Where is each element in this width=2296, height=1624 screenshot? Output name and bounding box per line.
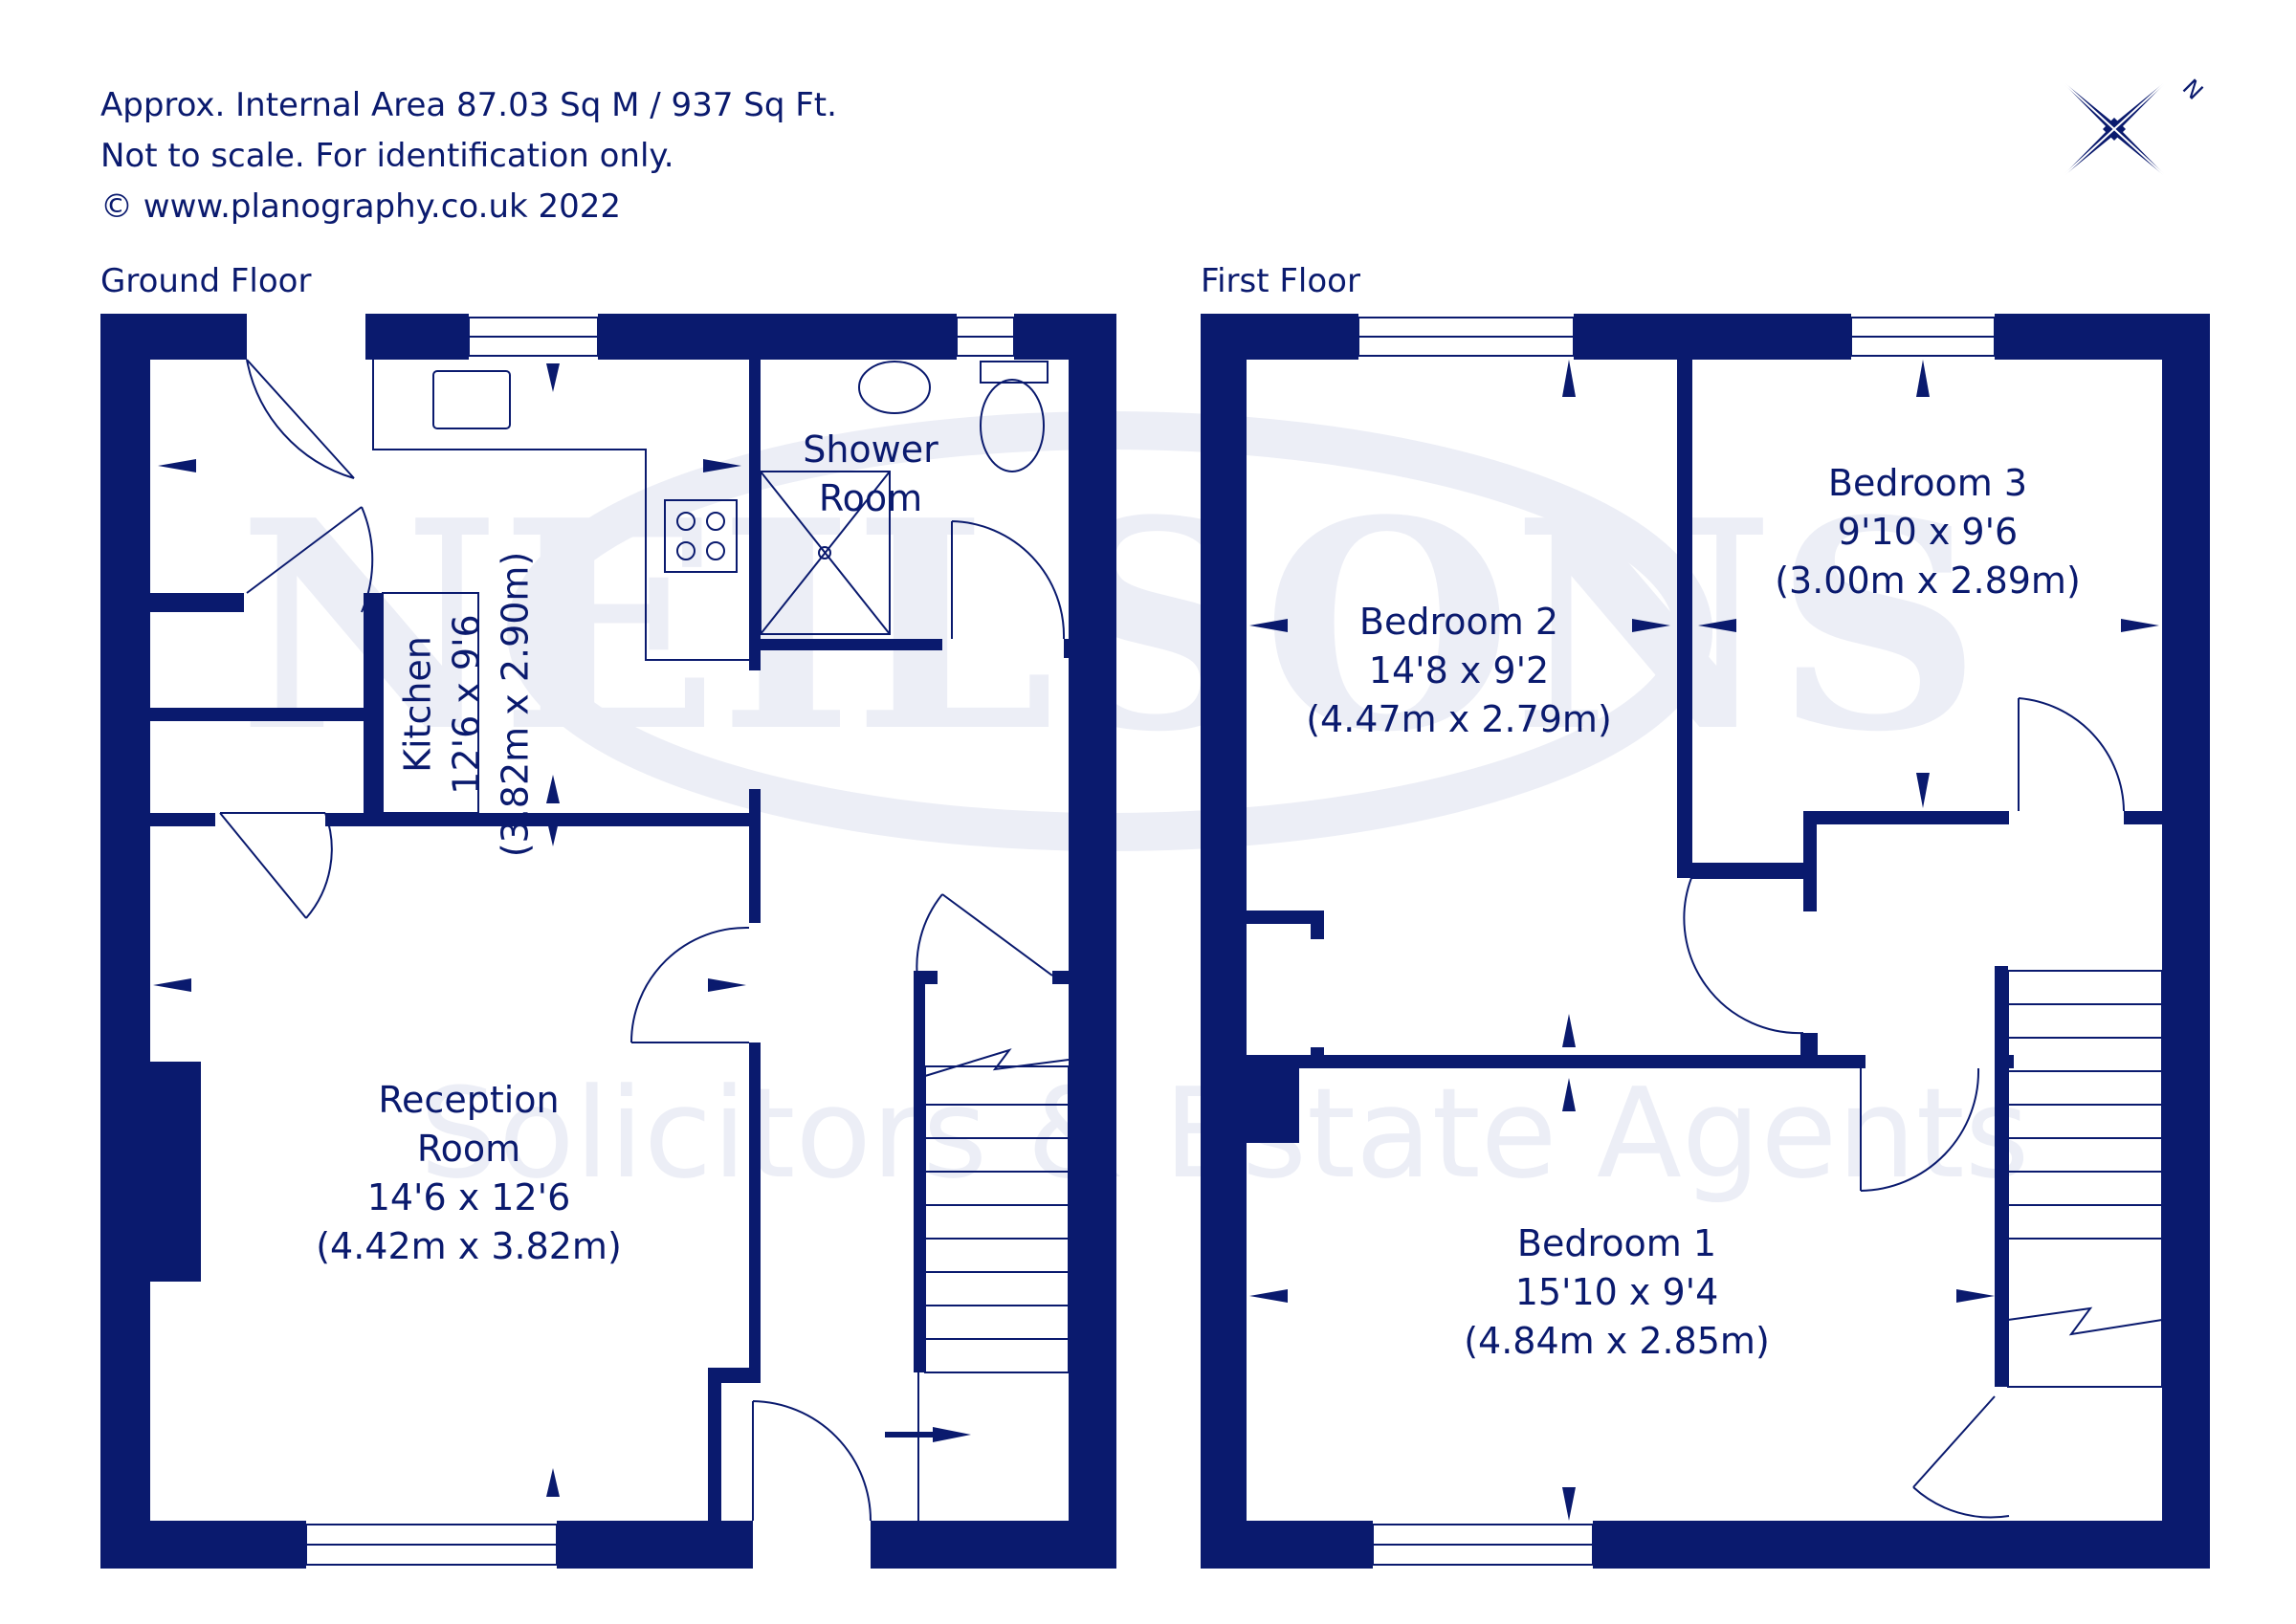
wall [1069,314,1116,1569]
shower-room-name-1: Shower [803,428,938,471]
wall [148,813,215,826]
wall [364,593,383,823]
kitchen-imperial: 12'6 x 9'6 [445,614,488,795]
bedroom-2-label: Bedroom 2 14'8 x 9'2 (4.47m x 2.79m) [1282,598,1636,744]
entrance-door [246,359,355,479]
ground-floor-fittings [219,317,1070,1566]
wall [1803,811,2009,824]
shower-room-name-2: Room [818,477,923,519]
wall [1677,863,1808,878]
wall [1677,360,1692,876]
reception-room-label: Reception Room 14'6 x 12'6 (4.42m x 3.82… [292,1076,646,1271]
wall [1247,1055,1866,1068]
ground-floor-plan [100,314,1116,1569]
wall [914,971,925,1372]
shower-tray-icon [760,471,891,635]
bedroom-3-name: Bedroom 3 [1827,462,2028,504]
wall [1311,1047,1324,1057]
wall [1201,314,2210,360]
kitchen-metric: (3.82m x 2.90m) [494,551,537,858]
wall [2124,811,2162,824]
wall [557,1521,753,1569]
compass-north-label: N [2177,74,2208,104]
chimney-breast [148,1062,201,1282]
reception-metric: (4.42m x 3.82m) [316,1225,622,1267]
wall [1247,911,1314,924]
hob-icon [664,499,738,573]
wall [148,593,244,612]
fridge-unit [382,592,479,814]
first-floor-arrows [1249,360,2159,1521]
wall [749,360,761,670]
bedroom-2-imperial: 14'8 x 9'2 [1368,649,1550,691]
wall [1800,1033,1818,1062]
shower-room-label: Shower Room [775,426,966,523]
kitchen-name: Kitchen [396,636,439,773]
toilet-icon [980,379,1045,472]
ground-floor-title: Ground Floor [100,262,312,300]
wall [749,789,761,923]
area-summary: Approx. Internal Area 87.03 Sq M / 937 S… [100,86,837,124]
bedroom-2-metric: (4.47m x 2.79m) [1306,698,1612,740]
sink-icon [432,370,511,429]
wall [325,813,756,826]
first-floor-title: First Floor [1201,262,1360,300]
wall [1803,811,1817,911]
ground-floor-arrows [153,363,971,1497]
front-door-gap [753,1521,871,1569]
bedroom-3-imperial: 9'10 x 9'6 [1837,511,2019,553]
wall [2162,314,2210,1569]
first-floor-plan [1201,314,2210,1569]
bedroom-1-metric: (4.84m x 2.85m) [1464,1320,1770,1362]
wall [749,1042,761,1372]
bedroom-3-metric: (3.00m x 2.89m) [1775,560,2081,602]
reception-name-2: Room [416,1128,521,1170]
chimney-breast [1247,1057,1299,1143]
kitchen-label: Kitchen 12'6 x 9'6 (3.82m x 2.90m) [394,552,541,858]
reception-name-1: Reception [378,1079,560,1121]
bedroom-2-name: Bedroom 2 [1358,601,1559,643]
bedroom-3-label: Bedroom 3 9'10 x 9'6 (3.00m x 2.89m) [1751,459,2105,605]
wall [100,1521,306,1569]
toilet-cistern-icon [980,361,1049,384]
compass-rose-icon: N [2056,74,2208,183]
wall [761,639,942,650]
bedroom-1-label: Bedroom 1 15'10 x 9'4 (4.84m x 2.85m) [1440,1219,1794,1366]
wall [148,708,368,721]
first-floor-fittings [1358,317,2163,1566]
wall [1064,639,1073,658]
bedroom-1-name: Bedroom 1 [1516,1222,1717,1264]
wall [1052,971,1071,984]
wall [1201,314,1247,1569]
washbasin-icon [858,361,931,414]
reception-imperial: 14'6 x 12'6 [366,1176,571,1218]
bedroom-1-imperial: 15'10 x 9'4 [1514,1271,1719,1313]
wall [1995,966,2008,1387]
wall [871,1521,1116,1569]
wall [100,314,150,1569]
wall [1201,1521,2210,1569]
wall [708,1368,721,1521]
wall [1311,911,1324,939]
copyright: © www.planography.co.uk 2022 [100,187,622,226]
disclaimer: Not to scale. For identification only. [100,137,674,175]
